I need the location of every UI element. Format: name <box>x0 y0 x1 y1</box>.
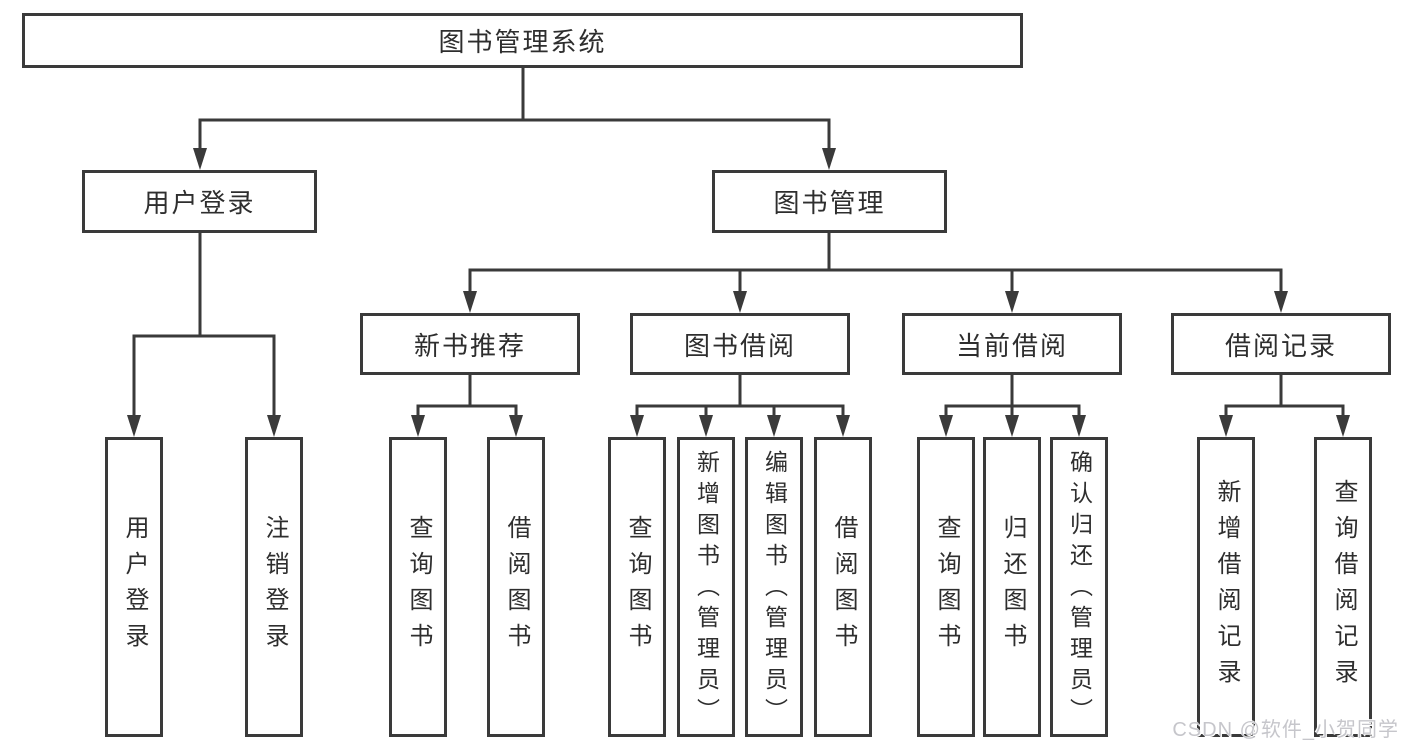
node-root: 图书管理系统 <box>22 13 1023 68</box>
csdn-watermark: CSDN @软件_小贺同学 <box>1172 719 1399 741</box>
node-label: 确认归还（管理员） <box>1066 450 1093 729</box>
node-label: 借阅图书 <box>503 515 530 659</box>
node-label: 借阅记录 <box>1224 330 1337 361</box>
node-label: 查询图书 <box>405 515 432 659</box>
node-user-login: 用户登录 <box>82 170 317 233</box>
node-label: 用户登录 <box>121 515 148 659</box>
leaf-return-books: 归还图书 <box>983 437 1041 737</box>
node-label: 编辑图书（管理员） <box>761 450 788 729</box>
node-label: 查询图书 <box>624 515 651 659</box>
leaf-logout: 注销登录 <box>245 437 303 737</box>
node-label: 注销登录 <box>261 515 288 659</box>
leaf-query-books-current: 查询图书 <box>917 437 975 737</box>
leaf-borrow-books-recommend: 借阅图书 <box>487 437 545 737</box>
node-borrow-records: 借阅记录 <box>1171 313 1391 375</box>
leaf-query-books-borrow: 查询图书 <box>608 437 666 737</box>
leaf-query-borrow-record: 查询借阅记录 <box>1314 437 1372 737</box>
node-label: 图书借阅 <box>683 330 796 361</box>
node-book-borrow: 图书借阅 <box>630 313 850 375</box>
node-current-borrow: 当前借阅 <box>902 313 1122 375</box>
node-label: 新增图书（管理员） <box>693 450 720 729</box>
node-label: 查询借阅记录 <box>1330 479 1357 695</box>
node-label: 归还图书 <box>999 515 1026 659</box>
leaf-add-borrow-record: 新增借阅记录 <box>1197 437 1255 737</box>
leaf-confirm-return-admin: 确认归还（管理员） <box>1050 437 1108 737</box>
leaf-query-books-recommend: 查询图书 <box>389 437 447 737</box>
leaf-edit-books-admin: 编辑图书（管理员） <box>745 437 803 737</box>
node-label: 当前借阅 <box>955 330 1068 361</box>
node-label: 图书管理 <box>773 188 886 218</box>
node-label: 新书推荐 <box>413 330 526 361</box>
node-label: 查询图书 <box>933 515 960 659</box>
node-new-book-recommend: 新书推荐 <box>360 313 580 375</box>
node-label: 用户登录 <box>143 188 256 218</box>
node-label: 图书管理系统 <box>438 27 607 57</box>
leaf-borrow-books: 借阅图书 <box>814 437 872 737</box>
leaf-user-login: 用户登录 <box>105 437 163 737</box>
leaf-add-books-admin: 新增图书（管理员） <box>677 437 735 737</box>
node-book-management: 图书管理 <box>712 170 947 233</box>
node-label: 借阅图书 <box>830 515 857 659</box>
node-label: 新增借阅记录 <box>1213 479 1240 695</box>
